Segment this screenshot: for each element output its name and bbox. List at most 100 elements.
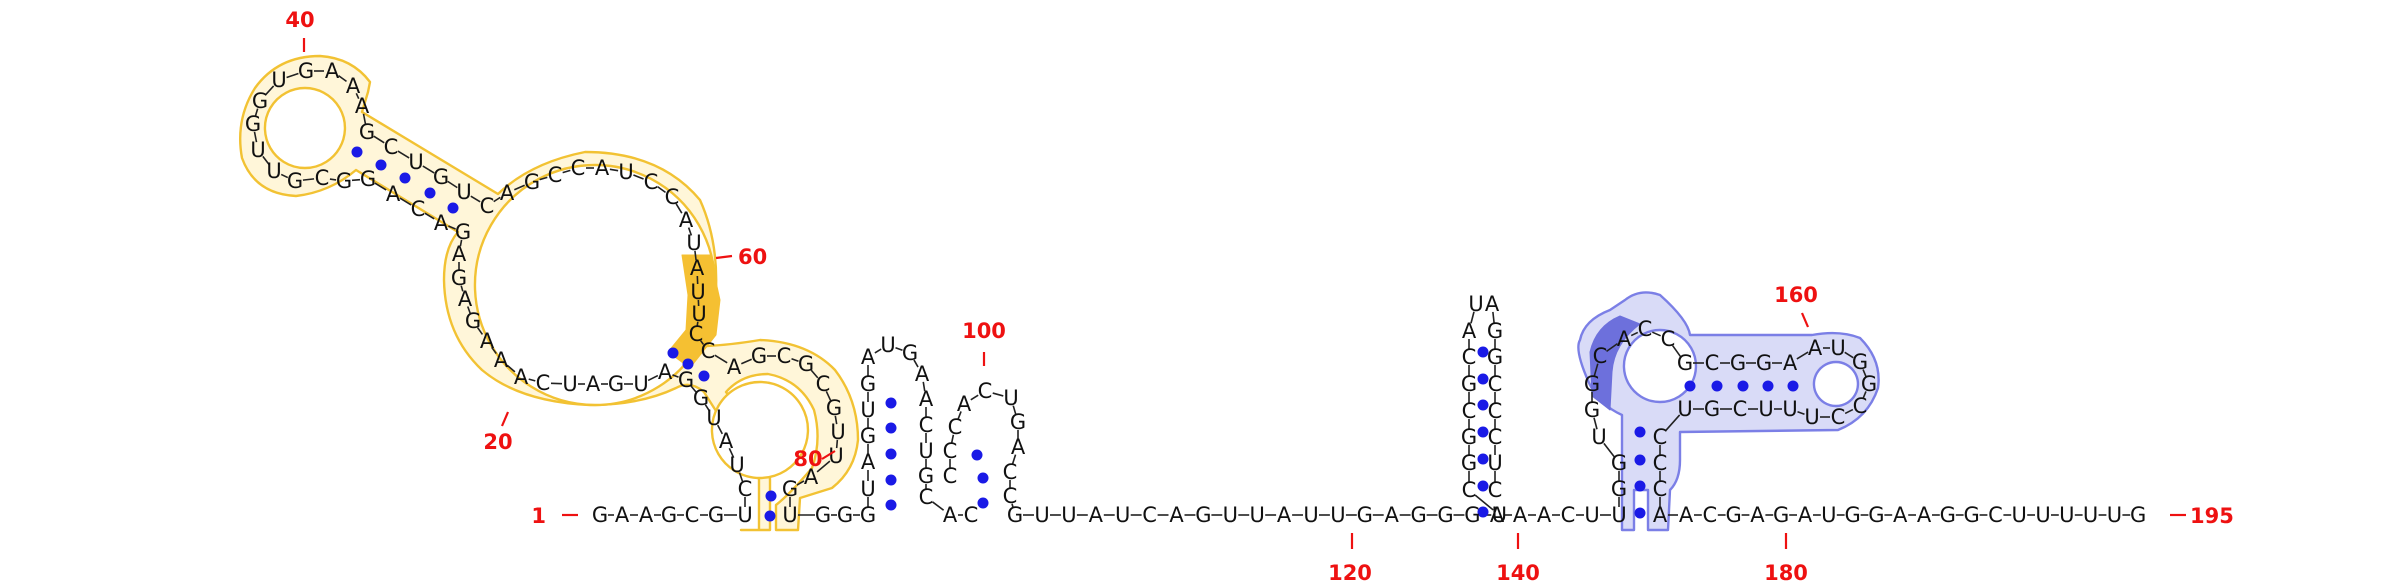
nucleotide-174: C <box>1653 477 1668 501</box>
nucleotide-97: C <box>948 415 963 439</box>
base-pair-dot <box>1477 426 1489 438</box>
backbone-link <box>493 196 501 203</box>
backbone-link <box>1593 417 1598 430</box>
backbone-link <box>657 185 666 194</box>
nucleotide-72: U <box>828 444 843 468</box>
backbone-link <box>694 250 697 261</box>
backbone-link <box>728 447 735 459</box>
backbone-link <box>741 358 752 365</box>
backbone-link <box>696 321 699 327</box>
backbone-link <box>466 306 472 314</box>
nucleotide-52: C <box>548 163 563 187</box>
nucleotide-66: G <box>751 344 767 368</box>
backbone-link <box>459 239 463 247</box>
nucleotide-195: G <box>2130 503 2146 527</box>
nucleotide-35: U <box>266 159 281 183</box>
backbone-link <box>422 165 435 174</box>
nucleotide-41: A <box>325 59 340 83</box>
base-pair-dot <box>1787 380 1799 392</box>
nucleotide-2: A <box>615 503 630 527</box>
nucleotide-59: U <box>686 231 701 255</box>
hairpin-40-inner <box>263 86 347 170</box>
backbone-link <box>704 404 711 412</box>
index-label-40: 40 <box>285 8 314 32</box>
nucleotide-175: A <box>1653 503 1668 527</box>
nucleotide-115: A <box>1277 503 1292 527</box>
nucleotide-162: G <box>1852 350 1868 374</box>
nucleotide-128: G <box>1461 372 1477 396</box>
nucleotide-19: C <box>536 371 551 395</box>
nucleotide-89: C <box>919 413 934 437</box>
nucleotide-103: C <box>1003 460 1018 484</box>
backbone-link <box>895 346 903 352</box>
nucleotide-148: U <box>1591 425 1606 449</box>
nucleotide-110: C <box>1142 503 1157 527</box>
nucleotide-87: A <box>915 362 930 386</box>
nucleotide-29: C <box>411 197 426 221</box>
base-pair-dot <box>1634 507 1646 519</box>
nucleotide-45: C <box>384 135 399 159</box>
nucleotide-48: U <box>456 180 471 204</box>
nucleotide-117: U <box>1330 503 1345 527</box>
nucleotide-3: A <box>639 503 654 527</box>
nucleotide-100: U <box>1003 386 1018 410</box>
nucleotide-113: U <box>1223 503 1238 527</box>
nucleotide-177: C <box>1702 503 1717 527</box>
nucleotide-168: U <box>1758 397 1773 421</box>
nucleotide-186: A <box>1917 503 1932 527</box>
base-pair-dot <box>1477 373 1489 385</box>
nucleotide-143: C <box>1561 503 1576 527</box>
backbone-link <box>362 113 367 125</box>
nucleotide-135: C <box>1488 399 1503 423</box>
backbone-link <box>825 390 832 402</box>
backbone-link <box>399 197 412 206</box>
base-pair-dot <box>447 202 459 214</box>
backbone-link <box>329 178 337 181</box>
nucleotide-105: G <box>1007 503 1023 527</box>
nucleotide-147: G <box>1611 451 1627 475</box>
backbone-link <box>397 150 410 159</box>
nucleotide-142: A <box>1537 503 1552 527</box>
backbone-link <box>539 176 548 181</box>
nucleotide-194: U <box>2107 503 2122 527</box>
base-pairs <box>351 146 1799 522</box>
backbone-link <box>355 92 360 100</box>
backbone-link <box>716 424 724 435</box>
backbone-link <box>835 439 839 449</box>
backbone-link <box>609 168 619 172</box>
backbone-link <box>351 178 361 182</box>
base-pair-dot <box>1737 380 1749 392</box>
index-label-100: 100 <box>962 319 1006 343</box>
backbone-link <box>992 392 1004 397</box>
backbone-link <box>738 472 744 482</box>
nucleotide-95: C <box>943 464 958 488</box>
backbone-link <box>1011 454 1017 465</box>
backbone-link <box>950 434 955 444</box>
nucleotide-71: U <box>830 420 845 444</box>
nucleotide-77: G <box>837 503 853 527</box>
nucleotide-33: C <box>315 166 330 190</box>
backbone-link <box>374 182 387 191</box>
backbone-link <box>491 346 497 355</box>
nucleotide-73: A <box>804 465 819 489</box>
nucleotide-167: U <box>1782 397 1797 421</box>
base-pair-dot <box>399 172 411 184</box>
nucleotide-137: G <box>1487 345 1503 369</box>
backbone-link <box>1593 363 1599 377</box>
base-pair-dot <box>1634 454 1646 466</box>
nucleotide-53: C <box>571 156 586 180</box>
nucleotide-124: C <box>1462 478 1477 502</box>
backbone-link <box>675 203 683 214</box>
backbone-link <box>970 394 979 401</box>
nucleotide-182: U <box>1821 503 1836 527</box>
backbone-link <box>1470 311 1475 324</box>
nucleotide-139: A <box>1485 292 1500 316</box>
backbone-link <box>447 180 458 189</box>
backbone-link <box>647 374 659 382</box>
index-label-160: 160 <box>1774 283 1818 307</box>
nucleotide-149: G <box>1584 398 1600 422</box>
backbone-link <box>874 348 882 354</box>
nucleotide-54: A <box>595 156 610 180</box>
nucleotide-114: U <box>1250 503 1265 527</box>
highlight-regions <box>239 54 1880 532</box>
